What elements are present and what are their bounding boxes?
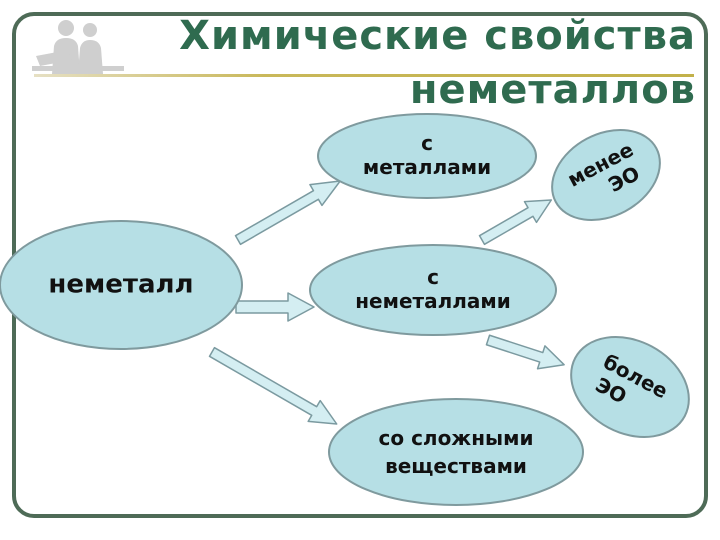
label-with-metals-line2: металлами — [362, 155, 492, 179]
label-with-metals: с металлами — [363, 131, 491, 179]
arrow-to-complex — [208, 346, 338, 425]
node-with-metals — [317, 113, 537, 199]
label-with-complex-line1: со сложными — [378, 426, 534, 450]
node-less-en — [551, 128, 661, 222]
title-underline — [34, 74, 694, 77]
node-more-en — [570, 336, 690, 438]
people-silhouette-icon — [32, 20, 124, 74]
label-with-complex: со сложными веществами — [379, 424, 534, 480]
label-with-nonmetals-line2: неметаллами — [355, 289, 511, 313]
arrow-to-metals — [234, 180, 341, 246]
title-line-1: Химические свойства — [179, 13, 696, 59]
label-with-nonmetals: с неметаллами — [355, 265, 511, 313]
label-with-complex-line2: веществами — [385, 454, 527, 478]
node-with-nonmetals — [309, 244, 557, 336]
arrow-to-more-en — [485, 334, 565, 370]
arrow-to-nonmetals — [235, 292, 315, 322]
node-with-complex — [328, 398, 584, 506]
label-nonmetal-text: неметалл — [48, 269, 194, 300]
title-line-2: неметаллов — [409, 67, 696, 113]
arrow-to-less-en — [478, 199, 553, 246]
label-with-nonmetals-line1: с — [427, 265, 439, 289]
label-with-metals-line1: с — [421, 131, 433, 155]
node-nonmetal — [0, 220, 243, 350]
label-nonmetal: неметалл — [48, 269, 193, 300]
